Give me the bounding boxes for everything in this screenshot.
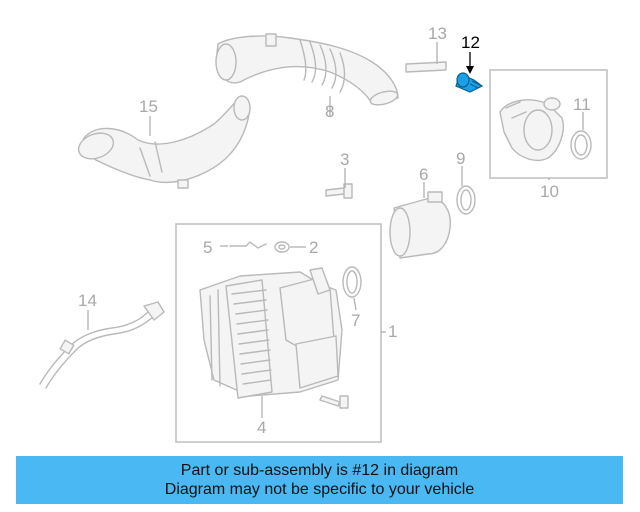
callout-12: 12	[461, 33, 480, 52]
callout-7: 7	[351, 311, 360, 330]
part-10-throttle-body[interactable]	[499, 97, 564, 162]
housing-bolt[interactable]	[319, 395, 349, 409]
callout-4: 4	[257, 418, 266, 437]
part-14-vent-hose[interactable]	[39, 301, 165, 389]
part-6-mass-air-flow-sensor[interactable]	[389, 191, 451, 259]
part-3-bolt[interactable]	[325, 183, 353, 199]
callout-5: 5	[203, 238, 212, 257]
callout-11: 11	[573, 95, 591, 114]
part-11-gasket[interactable]	[570, 130, 592, 160]
part-12-bolt[interactable]	[455, 72, 484, 93]
banner-line-1: Part or sub-assembly is #12 in diagram	[180, 462, 459, 479]
callout-13: 13	[428, 24, 447, 43]
callout-2: 2	[309, 238, 318, 257]
leader-12	[466, 52, 474, 74]
part-7-seal[interactable]	[342, 266, 362, 298]
callout-6: 6	[419, 165, 428, 184]
callout-9: 9	[456, 149, 465, 168]
leader-lines	[87, 42, 584, 418]
banner-line-2: Diagram may not be specific to your vehi…	[164, 481, 475, 498]
callout-14: 14	[78, 291, 97, 310]
info-banner: Part or sub-assembly is #12 in diagram D…	[16, 456, 623, 504]
part-8-intake-duct[interactable]	[215, 33, 399, 107]
callout-10: 10	[540, 182, 559, 201]
callout-1: 1	[388, 322, 397, 341]
part-9-clamp[interactable]	[456, 185, 476, 215]
part-15-intake-hose[interactable]	[75, 95, 251, 189]
part-2-grommet[interactable]	[274, 241, 290, 253]
callout-15: 15	[139, 97, 158, 116]
part-4-air-cleaner-housing[interactable]	[199, 267, 343, 399]
callout-3: 3	[340, 150, 349, 169]
assembly-box-1	[175, 223, 382, 443]
part-13-seal-strip[interactable]	[405, 61, 447, 73]
part-5-bracket[interactable]	[229, 241, 267, 249]
callout-8: 8	[325, 102, 334, 121]
